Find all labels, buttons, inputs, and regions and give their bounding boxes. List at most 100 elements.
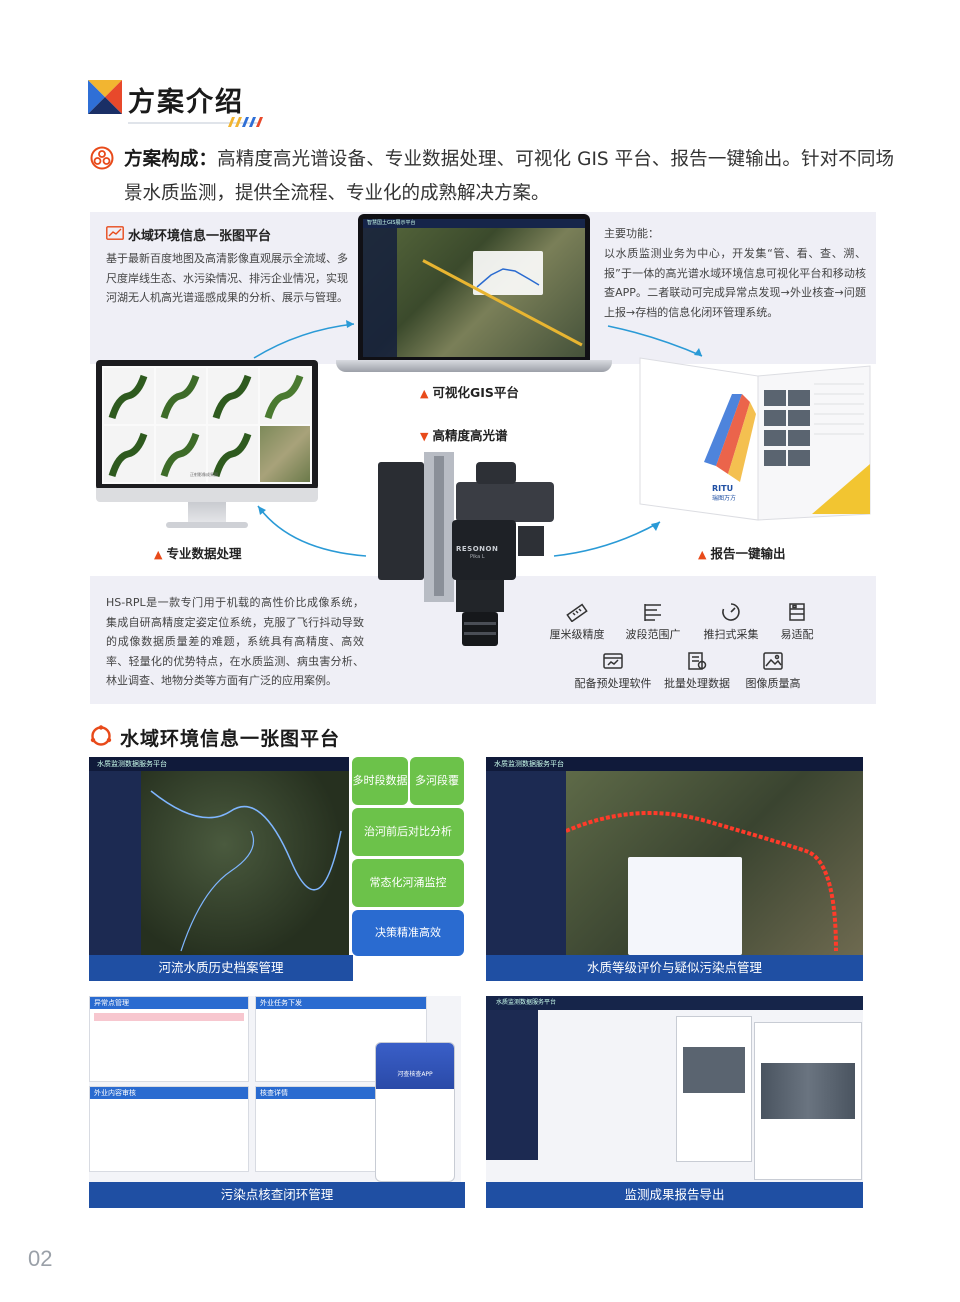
triangle-up-icon: ▲ (698, 548, 707, 561)
sensor-model: Pika L (470, 554, 485, 560)
processing-thumbnail (156, 426, 206, 482)
title-underline (128, 122, 260, 124)
tag-multi-section: 多河段覆盖 (410, 757, 464, 835)
hyperspectral-caption-text: 高精度高光谱 (432, 428, 508, 443)
laptop-base (336, 360, 612, 372)
feature-label: 配备预处理软件 (574, 677, 652, 690)
panel3-mobile-app: 河查核查APP (375, 1042, 455, 1182)
gis-caption-text: 可视化GIS平台 (432, 385, 519, 400)
monitor-stand (188, 502, 226, 524)
tag-routine-monitor: 常态化河涌监控 (352, 859, 464, 907)
processing-thumbnail (104, 368, 154, 424)
panel3-caption: 污染点核查闭环管理 (89, 1182, 465, 1208)
panel2-app-title: 水质监测数据服务平台 (486, 757, 863, 771)
feature-label: 批量处理数据 (664, 677, 730, 690)
report-caption: ▲报告一键输出 (698, 543, 785, 562)
composition-text: 高精度高光谱设备、专业数据处理、可视化 GIS 平台、报告一键输出。针对不同场景… (124, 149, 894, 204)
functions-description: 以水质监测业务为中心，开发集“管、看、查、溯、报”于一体的高光谱水域环境信息可视… (604, 247, 866, 319)
gis-popup-chart (473, 251, 543, 295)
processing-thumbnail (104, 426, 154, 482)
panel2-screenshot: 水质监测数据服务平台 (486, 757, 863, 955)
ruler-icon (566, 603, 588, 622)
tag-decision: 决策精准高效 (352, 910, 464, 956)
image-icon (763, 652, 783, 670)
processing-thumbnail (208, 426, 258, 482)
platform-description: 基于最新百度地图及高清影像直观展示全流域、多尺度岸线生态、水污染情况、排污企业情… (106, 252, 348, 304)
panel4-sidebar (486, 996, 538, 1160)
triangle-up-icon: ▲ (154, 548, 163, 561)
panel3-audit-card: 外业内容审核 (89, 1086, 249, 1172)
feature-item: 易适配 (770, 602, 824, 642)
section2-title: 水域环境信息一张图平台 (120, 728, 341, 750)
software-icon (603, 653, 623, 669)
composition-paragraph: 方案构成：高精度高光谱设备、专业数据处理、可视化 GIS 平台、报告一键输出。针… (124, 143, 894, 211)
panel2-evaluation-popup (628, 857, 742, 955)
panel4-report-page (676, 1016, 752, 1162)
page-number: 02 (28, 1246, 53, 1271)
processing-caption: ▲专业数据处理 (154, 543, 241, 562)
panel1-app-title: 水质监测数据服务平台 (89, 757, 349, 771)
brand-logo-icon (88, 80, 122, 114)
feature-label: 图像质量高 (745, 677, 801, 690)
panel2-sidebar (486, 771, 566, 955)
functions-title: 主要功能： (604, 227, 659, 240)
tag-before-after: 治河前后对比分析 (352, 808, 464, 856)
panel2-map (565, 771, 863, 955)
monitor-caption: 正射影像成果图 (190, 472, 218, 477)
title-stripe-decoration (228, 117, 263, 127)
arrow-processing-to-gis (253, 320, 355, 359)
sensor-brand: RESONON (456, 545, 499, 553)
panel4-screenshot: 水质监测数据服务平台 (486, 996, 863, 1182)
panel1-screenshot: 水质监测数据服务平台 (89, 757, 349, 955)
feature-item: 图像质量高 (740, 651, 806, 691)
arrow-sensor-to-report (553, 521, 661, 557)
triangle-up-icon: ▲ (420, 387, 429, 400)
processing-thumbnail (208, 368, 258, 424)
panel3-anomaly-card: 异常点管理 (89, 996, 249, 1082)
processing-thumbnail (156, 368, 206, 424)
gis-app-title: 智慧国土GIS展示平台 (363, 219, 585, 228)
triangle-down-icon: ▼ (420, 430, 429, 443)
report-booklet-image (639, 357, 871, 521)
page-title: 方案介绍 (128, 87, 244, 118)
laptop-gis-screenshot: 智慧国土GIS展示平台 (358, 214, 590, 362)
panel3-task-title: 外业任务下发 (256, 997, 426, 1009)
processing-caption-text: 专业数据处理 (166, 546, 242, 561)
feature-label: 易适配 (780, 628, 814, 641)
batch-icon (688, 652, 707, 670)
scan-icon (722, 603, 740, 621)
spectrum-icon (644, 604, 661, 621)
platform-title: 水域环境信息一张图平台 (128, 229, 272, 244)
tag-multi-period: 多时段数据 (352, 757, 408, 805)
monitor-processing-screenshot (96, 360, 318, 490)
panel3-anomaly-title: 异常点管理 (90, 997, 248, 1009)
chart-window-icon (106, 226, 124, 240)
report-company: 瑞图万方 (712, 495, 737, 502)
feature-item: 推扫式采集 (700, 602, 762, 642)
panel4-report-image (761, 1063, 855, 1119)
feature-label: 厘米级精度 (549, 628, 605, 641)
feature-label: 波段范围广 (625, 628, 681, 641)
gis-platform-caption: ▲可视化GIS平台 (420, 382, 519, 401)
panel4-report-page (754, 1022, 862, 1180)
feature-item: 波段范围广 (622, 602, 684, 642)
feature-item: 配备预处理软件 (570, 651, 656, 691)
panel1-sidebar (89, 771, 141, 955)
feature-item: 厘米级精度 (546, 602, 608, 642)
panel3-app-name: 河查核查APP (376, 1043, 454, 1089)
panel3-audit-title: 外业内容审核 (90, 1087, 248, 1099)
gis-sidebar (363, 228, 397, 357)
report-caption-text: 报告一键输出 (710, 546, 786, 561)
processing-orthophoto (260, 426, 310, 482)
panel4-caption: 监测成果报告导出 (486, 1182, 863, 1208)
platform-section-icon (90, 725, 112, 746)
arrow-sensor-to-processing (257, 505, 367, 557)
panel3-highlight-row (94, 1013, 244, 1021)
composition-icon (90, 146, 114, 170)
panel3-screenshot: 异常点管理 外业任务下发 外业内容审核 核查详情 河查核查APP (89, 996, 461, 1182)
composition-label: 方案构成： (124, 149, 218, 170)
panel4-app-title: 水质监测数据服务平台 (486, 996, 863, 1010)
hs-rpl-description: HS-RPL是一款专门用于机载的高性价比成像系统，集成自研高精度定姿定位系统，克… (106, 596, 364, 687)
report-brand: RITU (712, 484, 734, 493)
adapter-icon (789, 603, 805, 621)
